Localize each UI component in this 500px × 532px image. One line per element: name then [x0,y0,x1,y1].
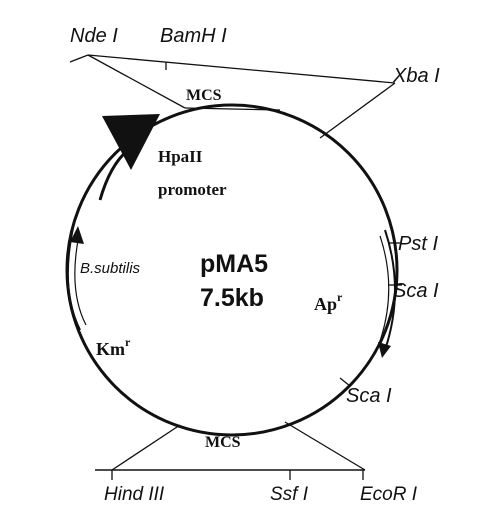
site-xba: Xba I [392,65,440,87]
site-bamh: BamH I [160,25,227,47]
site-hind: Hind III [104,484,165,505]
plasmid-size: 7.5kb [200,284,264,312]
top-mcs-label: MCS [186,87,222,104]
top-mcs-expansion [69,54,396,139]
promoter-triangle-icon [102,114,160,170]
site-sca-1: Sca I [393,280,439,302]
site-pst: Pst I [398,233,438,255]
promoter-label-line1: HpaII [158,147,203,166]
ap-label-sup: r [337,290,343,304]
ori-label: B.subtilis [80,260,141,277]
km-label-text: Km [96,339,125,359]
right-gene-arrow-inner-icon [378,235,390,345]
plasmid-name: pMA5 [200,250,268,278]
ap-label: Apr [314,290,343,314]
km-label: Kmr [96,335,131,359]
km-label-sup: r [125,335,131,349]
ap-label-text: Ap [314,294,337,314]
left-arrowhead-icon [70,226,84,244]
promoter-label-line2: promoter [158,180,227,199]
site-nde: Nde I [70,25,118,47]
site-eco: EcoR I [360,484,418,505]
site-ssf: Ssf I [270,484,309,505]
promoter-arrow-icon [98,148,129,201]
bottom-mcs-label: MCS [205,434,241,451]
bottom-mcs-expansion [95,421,366,480]
left-gene-arrow-icon [66,227,81,331]
site-ticks [339,242,402,387]
site-sca-2: Sca I [346,385,392,407]
left-gene-arrow-inner-icon [74,234,87,326]
right-arrowhead-icon [378,342,391,358]
